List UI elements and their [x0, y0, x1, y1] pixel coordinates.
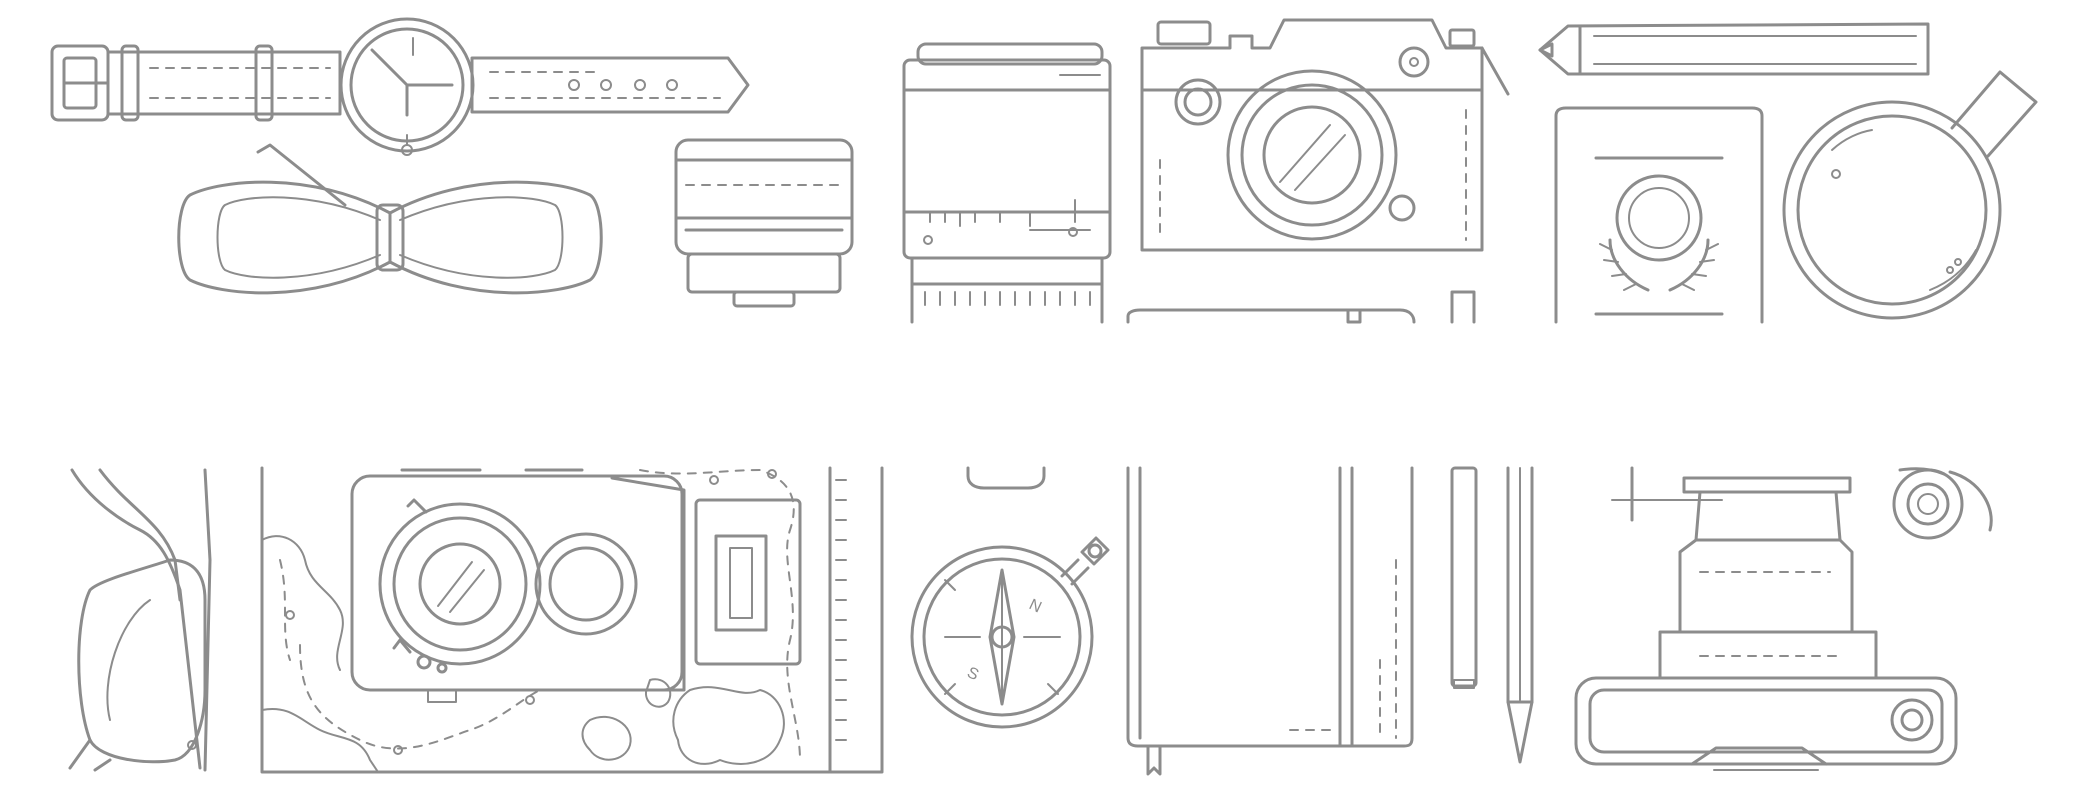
map-icon — [260, 466, 884, 774]
pen-icon — [1450, 466, 1534, 764]
passport-icon — [1554, 106, 1764, 324]
pencil-icon — [1538, 22, 1930, 76]
notebook-icon — [1126, 466, 1414, 776]
compass-south-label: S — [964, 664, 981, 684]
twin-lens-camera-icon — [350, 468, 802, 703]
compass-icon: N S — [910, 466, 1110, 729]
film-camera-icon — [1126, 18, 1510, 324]
camera-lens-icon — [674, 138, 854, 308]
instant-camera-icon — [1574, 466, 1958, 771]
compass-north-label: N — [1026, 596, 1044, 616]
coffee-mug-icon — [1782, 70, 2038, 320]
sunglasses-icon — [68, 468, 212, 772]
watch-icon — [50, 17, 750, 156]
tape-roll-icon — [1892, 467, 1993, 540]
bowtie-icon — [177, 143, 603, 295]
telephoto-lens-icon — [902, 42, 1112, 324]
